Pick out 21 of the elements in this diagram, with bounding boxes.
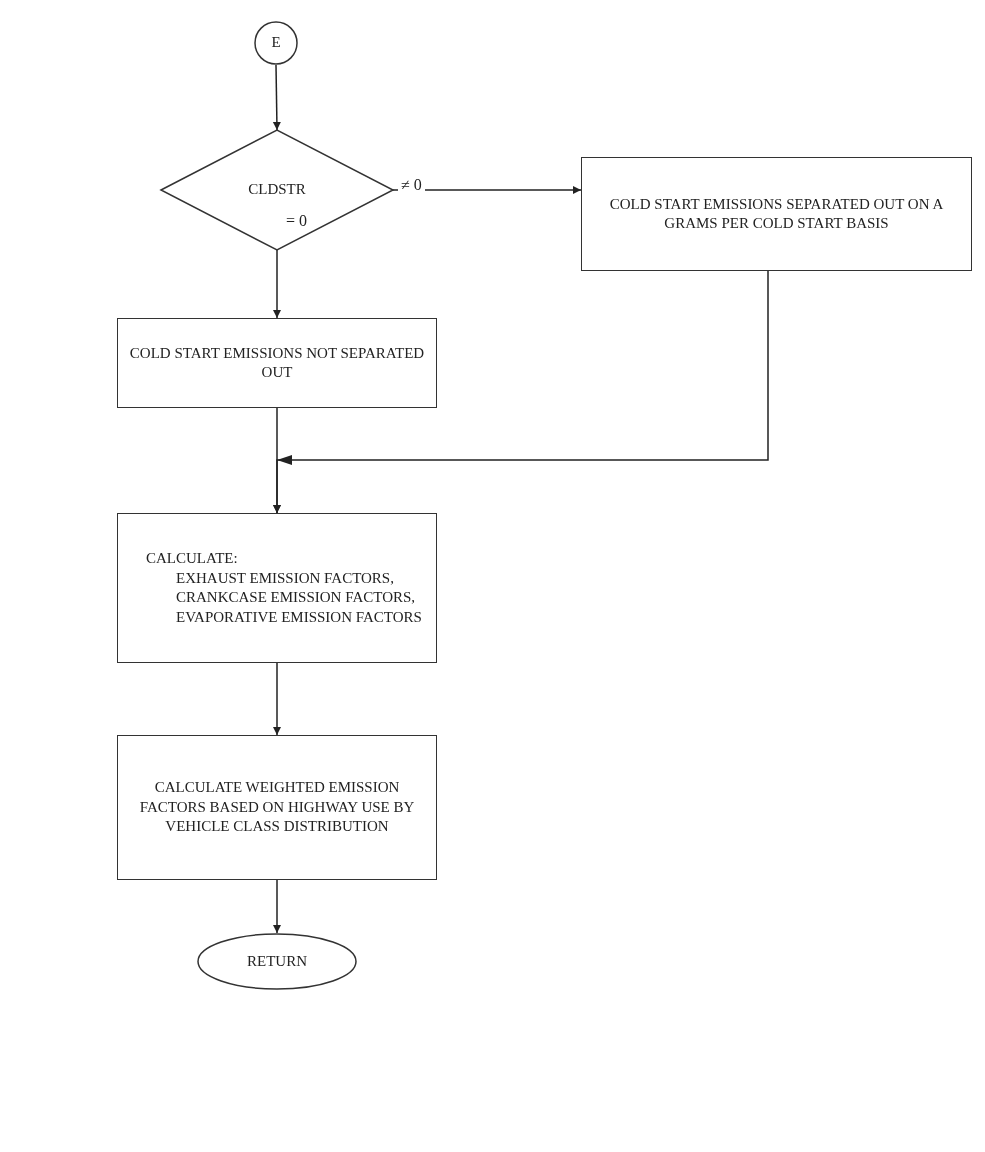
node-body-text: EXHAUST EMISSION FACTORS, CRANKCASE EMISSION FACTORS, EVAPORATIVE EMISSION FACTORS: [175, 568, 423, 627]
node-label: CALCULATE:: [146, 549, 238, 568]
decision-diamond: [161, 130, 393, 250]
node-label: RETURN: [247, 951, 307, 971]
node-label: E: [271, 33, 281, 53]
process-box: [117, 513, 437, 663]
terminal-oval: [197, 933, 357, 990]
arrow: [272, 64, 281, 131]
process-box: [117, 735, 437, 880]
node-label: CLDSTR: [248, 180, 306, 200]
connector-circle: [254, 21, 298, 65]
arrow: [273, 407, 281, 514]
arrow: [273, 662, 281, 736]
node-label: COLD START EMISSIONS SEPARATED OUT ON A GRAMS PER COLD START BASIS: [608, 194, 945, 233]
process-box: [581, 157, 972, 271]
node-label: CALCULATE WEIGHTED EMISSION FACTORS BASED ON HIGHWAY USE BY VEHICLE CLASS DISTRIBUTION: [138, 778, 416, 837]
edge-label: ≠ 0: [398, 176, 425, 194]
arrow: [273, 249, 281, 319]
node-label: COLD START EMISSIONS NOT SEPARATED OUT: [129, 343, 425, 382]
process-box: [117, 318, 437, 408]
arrow: [273, 879, 281, 934]
